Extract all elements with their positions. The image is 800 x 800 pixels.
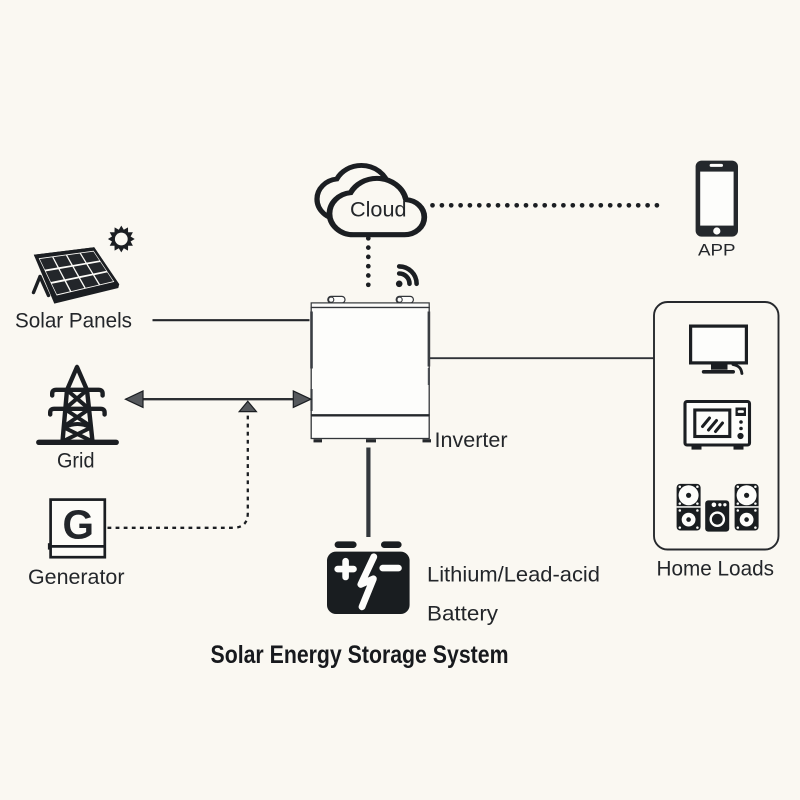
svg-text:G: G <box>63 502 95 548</box>
svg-text:Home Loads: Home Loads <box>657 557 775 581</box>
svg-text:APP: APP <box>698 242 736 260</box>
svg-text:Inverter: Inverter <box>435 428 508 452</box>
svg-text:Solar Panels: Solar Panels <box>15 309 132 333</box>
svg-text:Generator: Generator <box>28 565 125 589</box>
svg-text:Battery: Battery <box>427 602 498 626</box>
svg-text:Cloud: Cloud <box>350 198 407 222</box>
svg-text:Lithium/Lead-acid: Lithium/Lead-acid <box>427 563 600 587</box>
svg-text:Solar Energy Storage System: Solar Energy Storage System <box>211 641 509 669</box>
svg-text:Grid: Grid <box>57 449 95 473</box>
